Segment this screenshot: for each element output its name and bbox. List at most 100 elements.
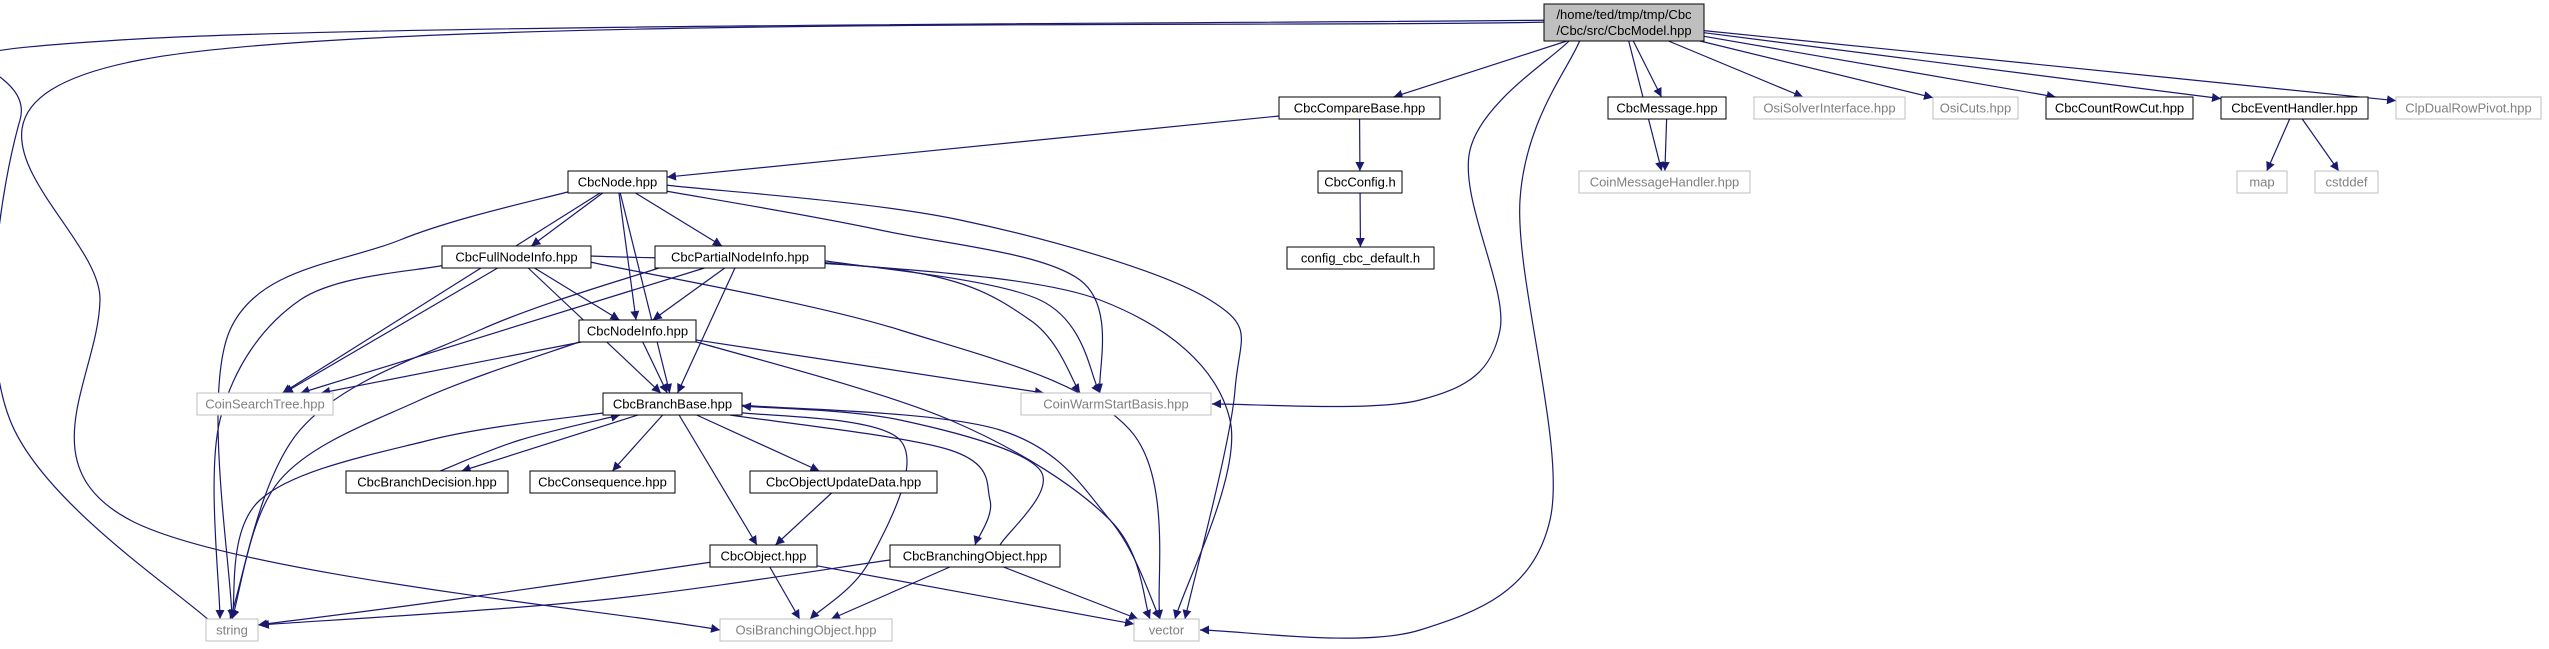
node-cbccountrowcut[interactable]: CbcCountRowCut.hpp xyxy=(2045,96,2194,120)
node-cbcnodeinfo[interactable]: CbcNodeInfo.hpp xyxy=(578,319,697,343)
node-box xyxy=(1020,392,1212,416)
node-cbcbranchbase[interactable]: CbcBranchBase.hpp xyxy=(602,392,743,416)
node-label: vector xyxy=(1149,622,1185,637)
edge-cbcmodel-to-cbcmessage xyxy=(1632,40,1663,98)
node-label: CbcPartialNodeInfo.hpp xyxy=(671,249,809,264)
node-cstddef: cstddef xyxy=(2314,170,2379,194)
node-box xyxy=(1578,170,1751,194)
node-box xyxy=(578,319,697,343)
node-label: CbcNode.hpp xyxy=(578,174,658,189)
node-cbcmessage[interactable]: CbcMessage.hpp xyxy=(1607,96,1727,120)
node-configcbcdefault[interactable]: config_cbc_default.h xyxy=(1286,246,1435,270)
edge-cbcnodeinfo-to-coinwarmstartbasis xyxy=(695,339,1044,397)
node-label: /Cbc/src/CbcModel.hpp xyxy=(1556,23,1691,38)
edge-cbcmodel-to-osicuts xyxy=(1699,40,1934,100)
node-box xyxy=(345,470,509,494)
edge-cbcnode-to-cbcnodeinfo xyxy=(618,192,640,321)
node-cbcpartialnodeinfo[interactable]: CbcPartialNodeInfo.hpp xyxy=(654,245,826,269)
edge-cbcmodel-to-cbccomparebase xyxy=(1393,40,1567,99)
node-clpdualrowpivot: ClpDualRowPivot.hpp xyxy=(2395,96,2542,120)
node-box xyxy=(1286,246,1435,270)
node-cbcobjectupdatedata[interactable]: CbcObjectUpdateData.hpp xyxy=(749,470,938,494)
node-cbcbranchingobject[interactable]: CbcBranchingObject.hpp xyxy=(889,544,1061,568)
node-map: map xyxy=(2236,170,2288,194)
node-label: CoinWarmStartBasis.hpp xyxy=(1043,396,1188,411)
node-box xyxy=(1753,96,1906,120)
node-label: CbcCompareBase.hpp xyxy=(1294,100,1426,115)
node-box xyxy=(1543,3,1705,42)
edge-cbcpartialnodeinfo-to-vector xyxy=(819,261,1233,620)
node-label: CoinSearchTree.hpp xyxy=(205,396,324,411)
node-coinwarmstartbasis: CoinWarmStartBasis.hpp xyxy=(1020,392,1212,416)
node-label: string xyxy=(216,622,248,637)
edge-cbcobject-to-vector xyxy=(816,565,1135,627)
node-box xyxy=(1278,96,1441,120)
node-label: CoinMessageHandler.hpp xyxy=(1590,174,1740,189)
node-label: CbcMessage.hpp xyxy=(1616,100,1717,115)
node-cbcfullnodeinfo[interactable]: CbcFullNodeInfo.hpp xyxy=(441,245,592,269)
edge-cbcmodel-to-vector xyxy=(1199,39,1581,639)
node-label: cstddef xyxy=(2326,174,2368,189)
node-box xyxy=(567,170,668,194)
edge-cbcmodel-to-clpdualrowpivot xyxy=(1703,30,2397,105)
edge-cbcfullnodeinfo-to-string xyxy=(213,264,446,620)
edge-cbcnode-to-vector xyxy=(664,184,1242,620)
nodes-layer: /home/ted/tmp/tmp/Cbc/Cbc/src/CbcModel.h… xyxy=(196,3,2542,642)
node-label: CbcObjectUpdateData.hpp xyxy=(766,474,921,489)
edge-cbcnode-to-coinsearchtree xyxy=(282,192,601,394)
edge-cbcnode-to-cbcfullnodeinfo xyxy=(530,192,604,247)
edge-cbcbranchbase-to-string xyxy=(229,411,611,620)
edge-cbcpartialnodeinfo-to-cbcnodeinfo xyxy=(652,267,726,321)
edge-cbcmessage-to-coinmessagehandler xyxy=(1660,118,1670,172)
node-vector: vector xyxy=(1133,618,1200,642)
node-cbcbranchdecision[interactable]: CbcBranchDecision.hpp xyxy=(345,470,509,494)
edge-cbceventhandler-to-map xyxy=(2266,118,2291,172)
edge-cbcbranchbase-to-cbcbranchdecision xyxy=(461,414,639,473)
edge-cbcmodel-to-osisolverinterface xyxy=(1668,40,1804,98)
node-box xyxy=(1133,618,1200,642)
edge-cbcobjectupdatedata-to-cbcobject xyxy=(774,492,833,546)
edge-cbcnode-to-cbcpartialnodeinfo xyxy=(635,192,723,247)
node-cbcobject[interactable]: CbcObject.hpp xyxy=(709,544,818,568)
edge-cbcpartialnodeinfo-to-coinwarmstartbasis xyxy=(819,259,1101,394)
node-coinmessagehandler: CoinMessageHandler.hpp xyxy=(1578,170,1751,194)
node-label: CbcBranchingObject.hpp xyxy=(903,548,1048,563)
node-cbcconfig[interactable]: CbcConfig.h xyxy=(1317,170,1403,194)
edge-cbcbranchbase-to-cbcobject xyxy=(678,414,758,546)
node-cbccomparebase[interactable]: CbcCompareBase.hpp xyxy=(1278,96,1441,120)
node-box xyxy=(1317,170,1403,194)
node-label: OsiSolverInterface.hpp xyxy=(1763,100,1895,115)
node-cbceventhandler[interactable]: CbcEventHandler.hpp xyxy=(2220,96,2369,120)
node-label: CbcConfig.h xyxy=(1324,174,1396,189)
edge-cbcnode-to-cbcbranchbase xyxy=(619,192,672,394)
node-string: string xyxy=(205,618,259,642)
node-label: CbcConsequence.hpp xyxy=(538,474,667,489)
node-box xyxy=(1607,96,1727,120)
node-label: CbcBranchBase.hpp xyxy=(613,396,732,411)
node-label: CbcCountRowCut.hpp xyxy=(2055,100,2184,115)
node-box xyxy=(2236,170,2288,194)
edge-cbcbranchbase-to-osibranchingobject xyxy=(734,411,908,620)
node-box xyxy=(1932,96,2019,120)
node-box xyxy=(441,245,592,269)
node-box xyxy=(602,392,743,416)
edge-cbcmodel-to-cbccountrowcut xyxy=(1703,35,2056,100)
node-box xyxy=(2395,96,2542,120)
edge-cbcmodel-to-coinwarmstartbasis xyxy=(1211,39,1571,409)
node-label: map xyxy=(2249,174,2274,189)
edge-cbcbranchingobject-to-osibranchingobject xyxy=(830,566,951,620)
edge-cbcbranchbase-to-vector xyxy=(739,404,1161,620)
node-box xyxy=(2220,96,2369,120)
node-cbcconsequence[interactable]: CbcConsequence.hpp xyxy=(529,470,676,494)
edge-cbcnode-to-string xyxy=(217,189,576,620)
node-box xyxy=(205,618,259,642)
node-label: config_cbc_default.h xyxy=(1301,250,1420,265)
node-label: /home/ted/tmp/tmp/Cbc xyxy=(1556,7,1692,22)
node-box xyxy=(719,618,893,642)
edge-cbcnodeinfo-to-cbcbranchbase xyxy=(642,341,668,394)
node-box xyxy=(749,470,938,494)
node-cbcmodel[interactable]: /home/ted/tmp/tmp/Cbc/Cbc/src/CbcModel.h… xyxy=(1543,3,1705,42)
edges-layer xyxy=(0,19,2397,639)
node-cbcnode[interactable]: CbcNode.hpp xyxy=(567,170,668,194)
node-label: ClpDualRowPivot.hpp xyxy=(2405,100,2531,115)
